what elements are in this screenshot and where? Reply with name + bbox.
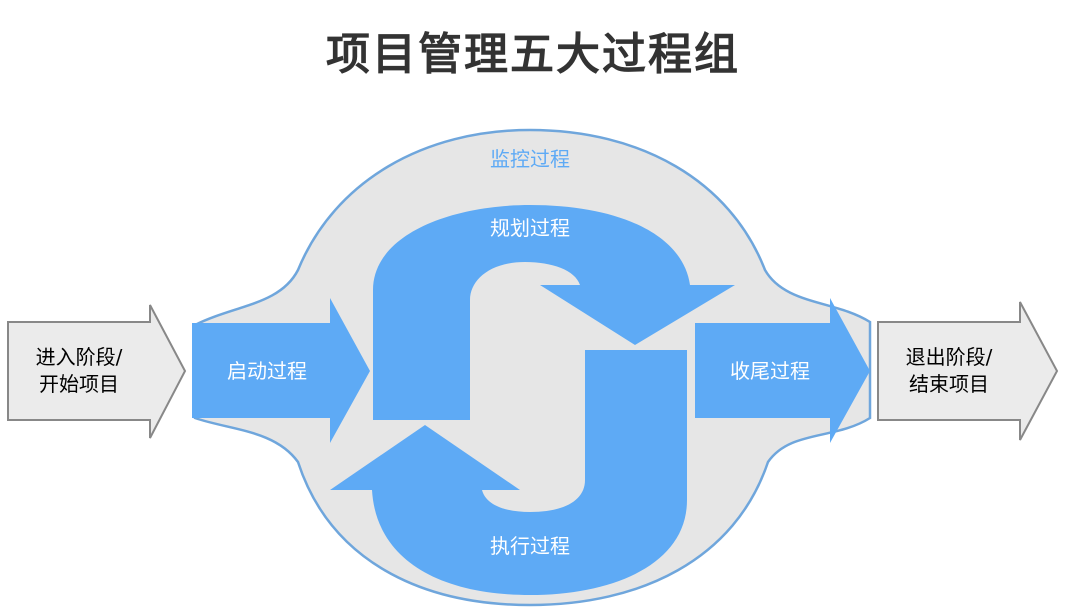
exit-line1: 退出阶段/ [905,345,993,369]
initiating-label: 启动过程 [227,359,307,383]
enter-label: 进入阶段/ 开始项目 [8,344,150,398]
closing-arrow [695,298,870,443]
planning-arrow [373,205,735,420]
closing-label: 收尾过程 [730,359,810,383]
diagram-title: 项目管理五大过程组 [326,29,740,80]
initiating-arrow [192,298,370,443]
exit-label: 退出阶段/ 结束项目 [878,344,1020,398]
executing-arrow [330,350,687,595]
monitoring-label: 监控过程 [490,147,570,171]
planning-label: 规划过程 [490,216,570,240]
enter-line1: 进入阶段/ [35,345,123,369]
enter-arrow [7,304,187,439]
exit-arrow [877,301,1059,441]
executing-label: 执行过程 [490,534,570,558]
exit-line2: 结束项目 [909,372,989,396]
enter-line2: 开始项目 [39,372,119,396]
